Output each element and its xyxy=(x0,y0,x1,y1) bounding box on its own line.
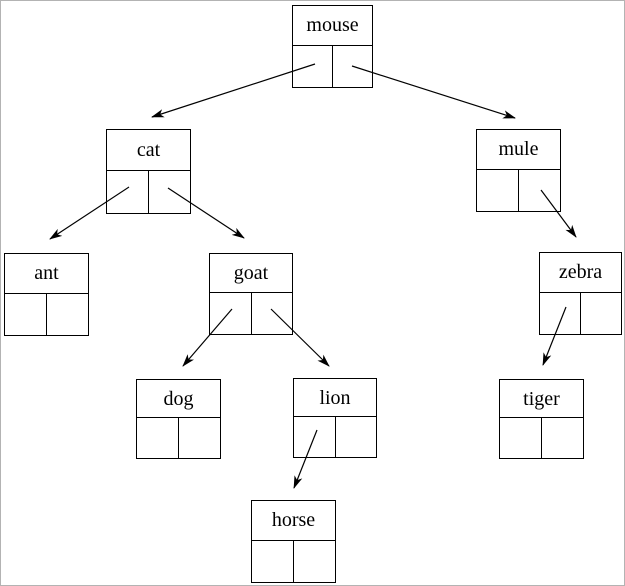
horse-right-pointer-cell xyxy=(294,541,335,582)
tree-node-mule: mule xyxy=(476,129,561,212)
pointer-cells xyxy=(210,293,292,334)
tree-node-tiger: tiger xyxy=(499,379,584,459)
node-label-zebra: zebra xyxy=(540,253,621,293)
lion-right-pointer-cell xyxy=(336,417,377,457)
pointer-cells xyxy=(540,292,621,334)
dog-left-pointer-cell xyxy=(137,418,179,458)
tree-node-cat: cat xyxy=(106,129,191,214)
tree-node-ant: ant xyxy=(4,253,89,336)
ant-right-pointer-cell xyxy=(47,294,88,335)
mouse-left-pointer-cell xyxy=(293,45,333,87)
node-label-dog: dog xyxy=(137,380,220,419)
pointer-cells xyxy=(252,540,335,582)
pointer-cells xyxy=(500,418,583,458)
node-label-lion: lion xyxy=(294,379,376,418)
pointer-cells xyxy=(5,293,88,335)
dog-right-pointer-cell xyxy=(179,418,220,458)
mule-right-pointer-cell xyxy=(519,170,560,211)
cat-left-pointer-cell xyxy=(107,170,149,213)
cat-right-pointer-cell xyxy=(149,171,190,213)
node-label-cat: cat xyxy=(107,130,190,171)
horse-left-pointer-cell xyxy=(252,540,294,582)
node-label-ant: ant xyxy=(5,254,88,294)
pointer-cells xyxy=(137,418,220,458)
tree-node-lion: lion xyxy=(293,378,377,458)
zebra-left-pointer-cell xyxy=(540,292,581,334)
mule-left-pointer-cell xyxy=(477,169,519,211)
pointer-cells xyxy=(293,45,372,87)
tree-node-horse: horse xyxy=(251,500,336,583)
goat-left-pointer-cell xyxy=(210,293,252,334)
node-label-goat: goat xyxy=(210,254,292,294)
pointer-cells xyxy=(477,169,560,211)
node-label-horse: horse xyxy=(252,501,335,541)
goat-right-pointer-cell xyxy=(252,293,293,334)
tree-node-dog: dog xyxy=(136,379,221,459)
pointer-cells xyxy=(107,170,190,213)
node-label-mule: mule xyxy=(477,130,560,170)
ant-left-pointer-cell xyxy=(5,293,47,335)
tree-node-goat: goat xyxy=(209,253,293,335)
pointer-cells xyxy=(294,417,376,457)
tree-node-zebra: zebra xyxy=(539,252,622,335)
lion-left-pointer-cell xyxy=(294,417,336,457)
tiger-left-pointer-cell xyxy=(500,418,542,458)
tree-node-mouse: mouse xyxy=(292,5,373,88)
mouse-right-pointer-cell xyxy=(333,46,372,87)
edge-mouse-right-to-mule xyxy=(351,65,516,119)
edge-mouse-left-to-cat xyxy=(151,63,316,118)
tiger-right-pointer-cell xyxy=(542,418,583,458)
node-label-mouse: mouse xyxy=(293,6,372,46)
node-label-tiger: tiger xyxy=(500,380,583,419)
zebra-right-pointer-cell xyxy=(581,293,621,334)
